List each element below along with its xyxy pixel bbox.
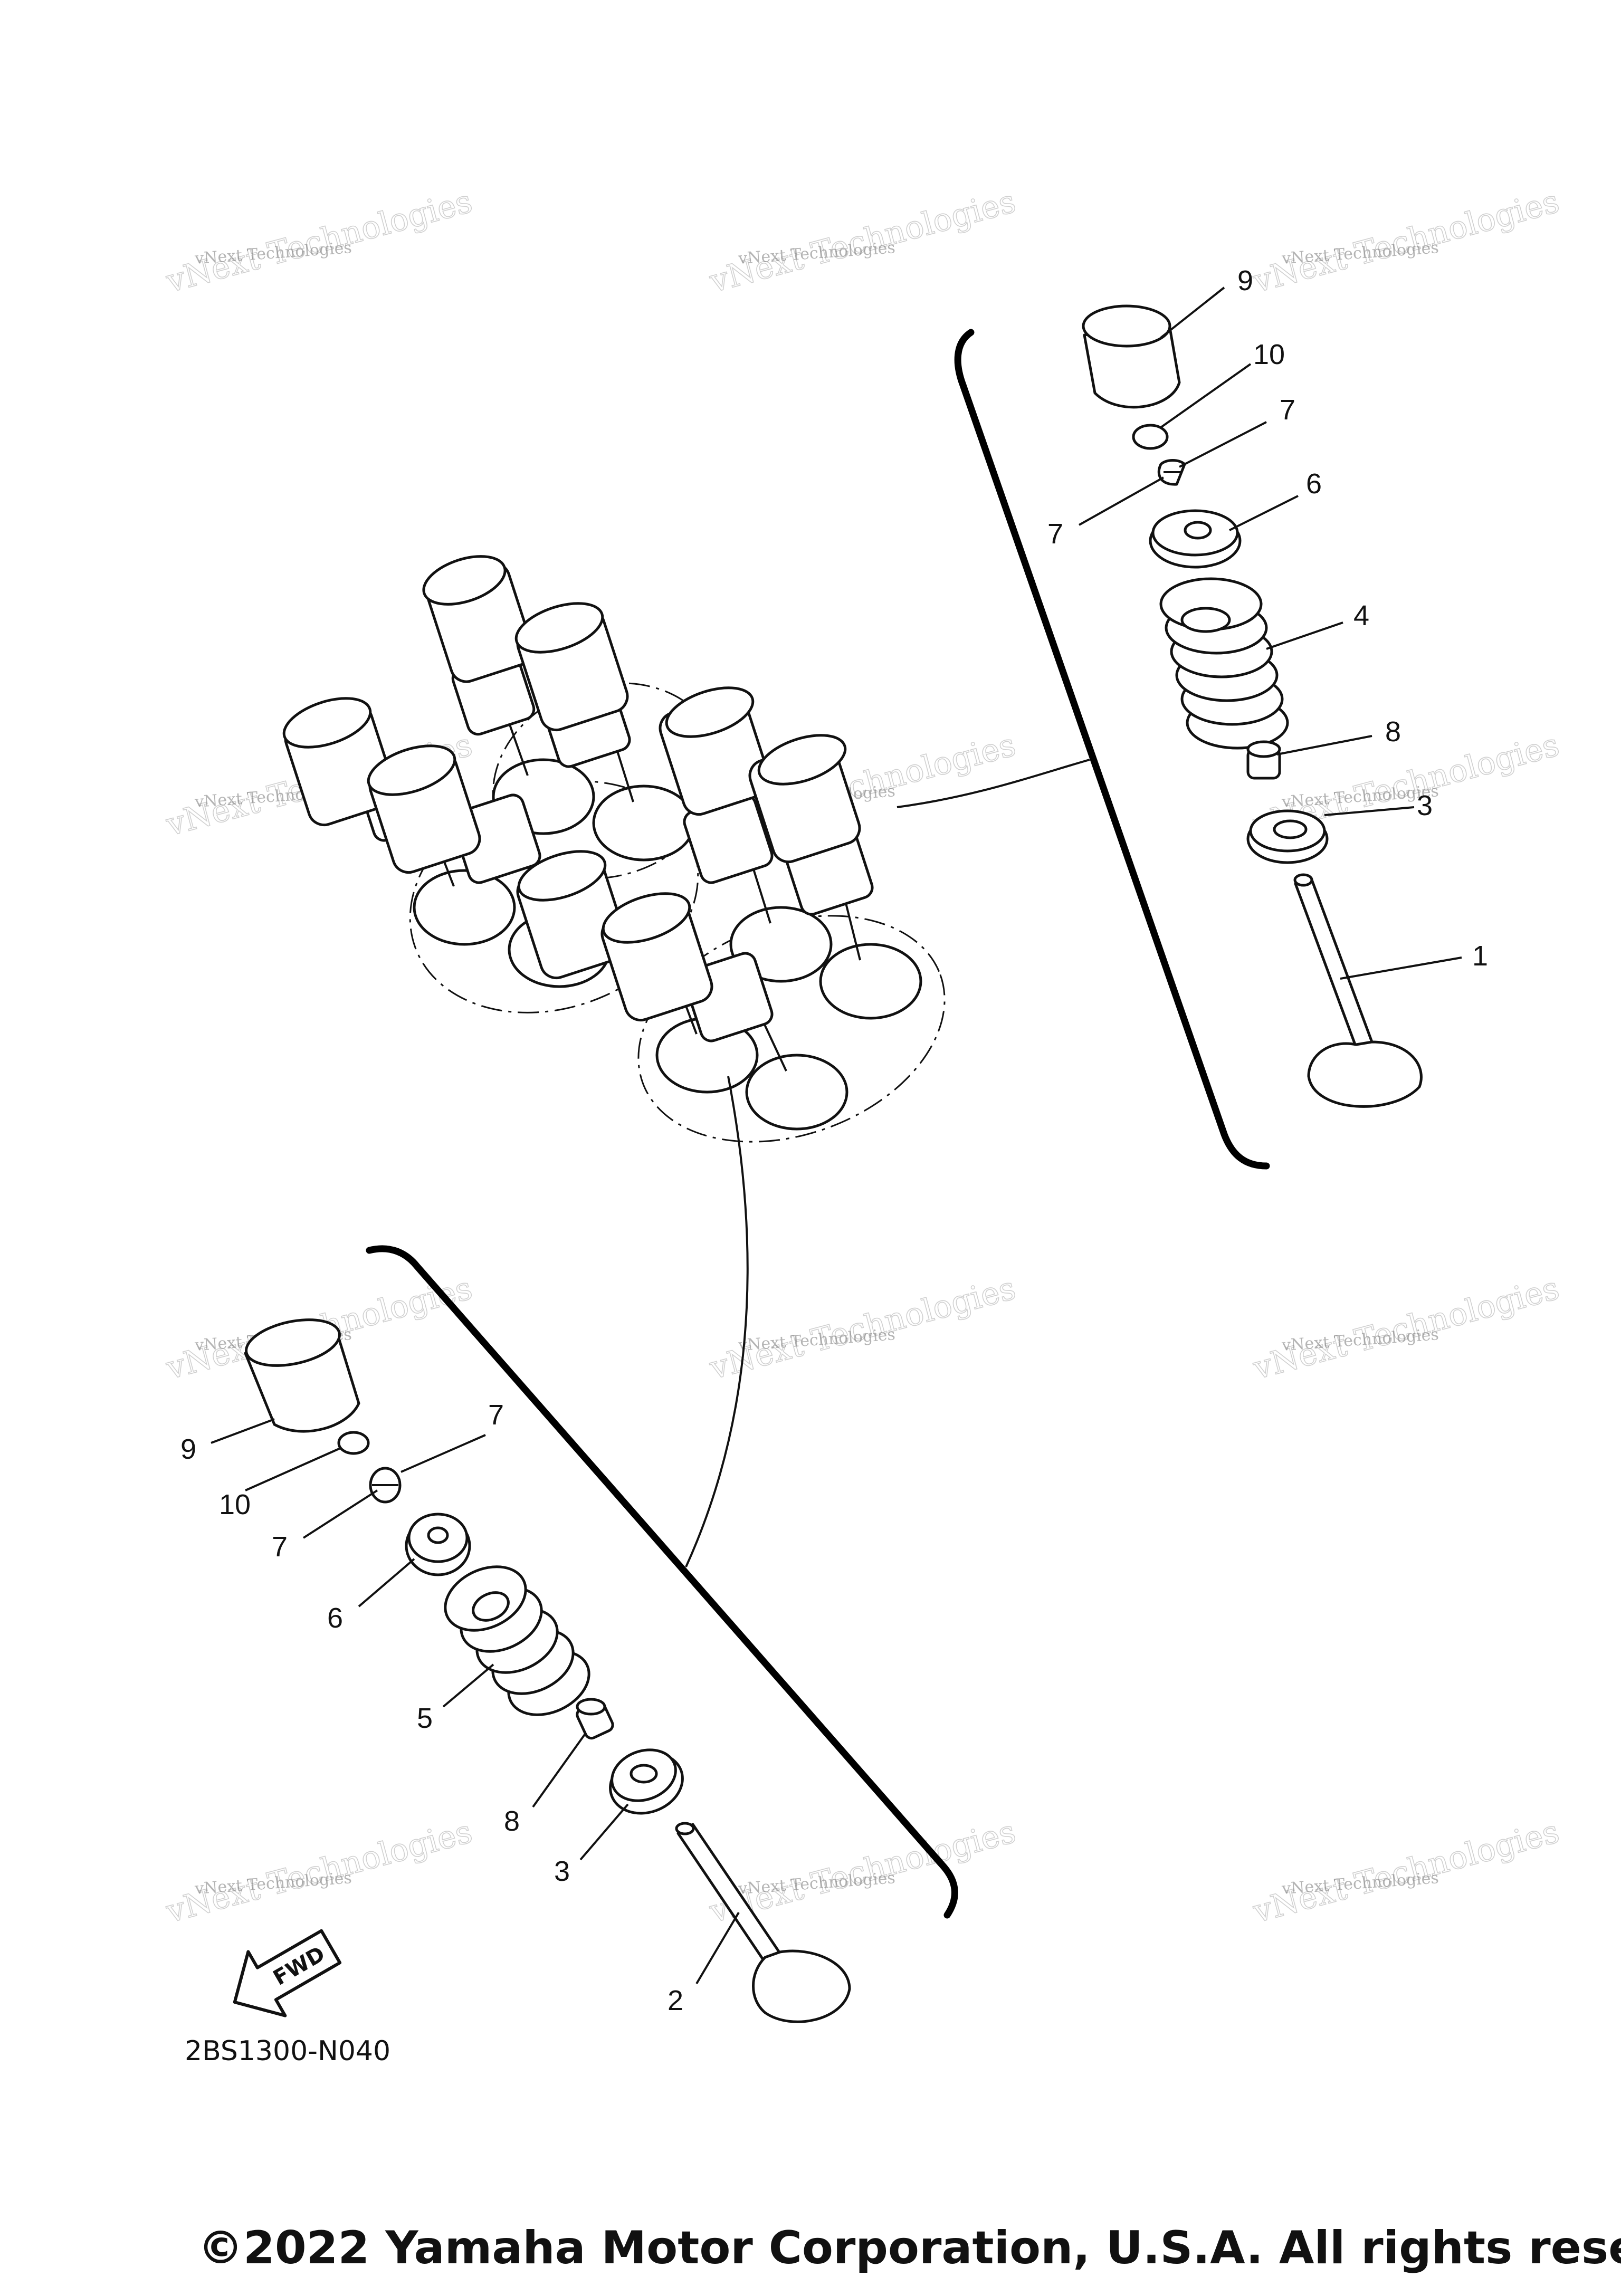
spring-retainer <box>1149 509 1242 569</box>
watermark: vNext Technologies vNext Technologies <box>1248 183 1563 301</box>
connector-line <box>685 1076 749 1567</box>
callout-6: 6 <box>327 1602 343 1634</box>
watermark: vNext Technologies vNext Technologies <box>1248 1813 1563 1931</box>
valve-shim <box>1132 424 1169 450</box>
callout-9: 9 <box>1237 265 1253 296</box>
right-exploded-valve <box>1082 304 1423 1108</box>
valve-stack <box>514 602 634 802</box>
valve-cotter <box>1157 459 1186 486</box>
valve-cluster <box>282 555 946 1143</box>
valve-shim <box>337 1431 370 1455</box>
callouts-left: 9 7 10 7 6 5 8 3 2 <box>180 1399 683 2016</box>
exhaust-valve <box>675 1822 851 2023</box>
valve-stack <box>600 892 787 1072</box>
valve-stack <box>748 734 874 961</box>
valve-head <box>413 869 516 946</box>
callouts-right: 9 10 7 7 6 4 8 3 1 <box>1047 265 1488 972</box>
callout-3: 3 <box>554 1855 570 1887</box>
valve-cotter <box>369 1467 402 1504</box>
valve-stem-seal <box>576 1698 614 1740</box>
watermark: vNext Technologies vNext Technologies <box>705 183 1019 301</box>
callout-7: 7 <box>488 1399 504 1431</box>
callout-10: 10 <box>219 1489 251 1520</box>
chamber-outline <box>637 915 946 1143</box>
diagram-code: 2BS1300-N040 <box>185 2035 390 2067</box>
connector-line <box>897 759 1090 808</box>
valve-spring <box>1159 577 1289 750</box>
callout-7: 7 <box>1280 394 1295 426</box>
valve-lifter-bucket <box>1082 304 1181 409</box>
spring-retainer <box>405 1513 471 1576</box>
valve-stem-seal <box>1246 740 1281 780</box>
intake-valve <box>1293 873 1423 1108</box>
callout-2: 2 <box>668 1985 683 2016</box>
callout-8: 8 <box>1385 716 1401 748</box>
watermark: vNext Technologies vNext Technologies <box>161 1813 476 1931</box>
callout-9: 9 <box>180 1433 196 1465</box>
left-exploded-valve <box>244 1318 851 2023</box>
watermark: vNext Technologies vNext Technologies <box>1248 1269 1563 1388</box>
callout-8: 8 <box>504 1805 520 1837</box>
fwd-arrow-icon: FWD <box>233 1929 342 2017</box>
valve-head <box>592 785 695 862</box>
callout-7: 7 <box>272 1531 288 1563</box>
callout-10: 10 <box>1253 339 1285 370</box>
callout-7: 7 <box>1047 518 1063 550</box>
valve-head <box>819 943 922 1020</box>
watermark: vNext Technologies vNext Technologies <box>705 1269 1019 1388</box>
valve-stack <box>659 686 774 924</box>
valve-spring <box>444 1565 590 1716</box>
callout-1: 1 <box>1472 940 1488 972</box>
valve-lifter-bucket <box>244 1318 360 1433</box>
valve-head <box>745 1054 848 1131</box>
copyright-text: ©2022 Yamaha Motor Corporation, U.S.A. A… <box>198 2222 1621 2274</box>
left-bracket <box>366 1245 958 1919</box>
valve-stack <box>422 555 536 776</box>
spring-seat <box>1246 809 1329 864</box>
callout-6: 6 <box>1306 468 1322 500</box>
callout-5: 5 <box>417 1702 433 1734</box>
spring-seat <box>609 1748 684 1815</box>
leader-lines <box>211 286 1462 1985</box>
right-bracket <box>954 329 1270 1170</box>
watermark: vNext Technologies vNext Technologies <box>161 183 476 301</box>
callout-4: 4 <box>1353 600 1369 632</box>
valve-stack <box>367 744 550 929</box>
callout-3: 3 <box>1417 790 1433 821</box>
